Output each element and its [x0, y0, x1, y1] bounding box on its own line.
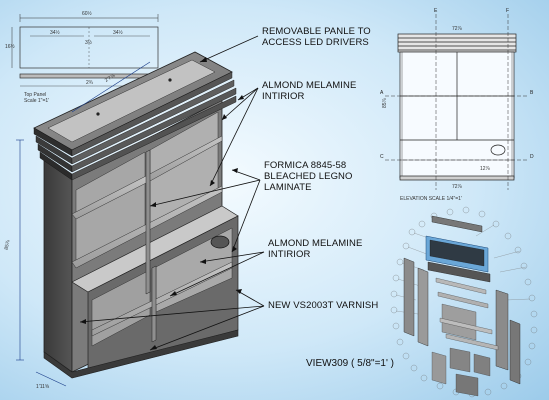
svg-text:12⅞: 12⅞	[480, 166, 491, 172]
exploded-view	[390, 206, 538, 398]
cabinet-cornice	[33, 51, 237, 181]
callout-almond-interior-top-line-2: INTIRIOR	[262, 91, 305, 102]
callout-formica-line-1: FORMICA 8845-58	[264, 160, 347, 171]
svg-text:2¾: 2¾	[86, 80, 94, 86]
section-marker-a: A	[380, 90, 384, 96]
callout-almond-interior-bottom-line-2: INTIRIOR	[268, 249, 311, 260]
callout-removable-panel: REMOVABLE PANLE TO ACCESS LED DRIVERS	[262, 26, 371, 48]
section-marker-d: D	[530, 154, 534, 160]
callout-formica-line-2: BLEACHED LEGNO	[264, 171, 353, 182]
section-marker-e: E	[434, 8, 438, 14]
svg-text:2'7⅞: 2'7⅞	[104, 73, 117, 84]
view-label: VIEW309 ( 5/8"=1' )	[306, 358, 394, 369]
svg-text:85⅞: 85⅞	[382, 97, 388, 108]
callout-removable-panel-line-1: REMOVABLE PANLE TO	[262, 26, 371, 37]
svg-text:16½: 16½	[5, 43, 16, 50]
callout-arrowheads	[80, 57, 244, 350]
callout-varnish: NEW VS2003T VARNISH	[268, 300, 378, 311]
elevation-section-lines	[385, 14, 528, 190]
cable-grommet	[210, 235, 230, 249]
cabinet-left-side	[43, 159, 73, 373]
svg-text:34½: 34½	[50, 29, 61, 36]
svg-text:1'11⅝: 1'11⅝	[36, 384, 50, 390]
callout-almond-interior-top: ALMOND MELAMINE INTIRIOR	[262, 80, 356, 102]
section-markers: A B C D E F	[380, 8, 534, 160]
top-panel-caption-line-1: Top Panel	[24, 92, 46, 98]
elevation-dimensions: 72⅞ 72⅞ 85⅞ 12⅞	[382, 26, 491, 190]
callout-almond-interior-bottom: ALMOND MELAMINE INTIRIOR	[268, 238, 362, 260]
svg-text:3½: 3½	[85, 39, 93, 46]
cabinet-isometric: 85⅞ 2'7⅞ 1'11⅝	[4, 51, 239, 390]
top-panel-dimensions: 60½ 34½ 34½ 3½ 16½ 2¾	[5, 10, 124, 86]
svg-text:60½: 60½	[82, 10, 93, 17]
section-marker-c: C	[380, 154, 384, 160]
section-marker-f: F	[506, 8, 509, 14]
top-panel-caption: Top Panel Scale 1"=1'	[24, 92, 49, 104]
svg-text:72⅞: 72⅞	[452, 26, 463, 32]
svg-text:85⅞: 85⅞	[4, 239, 12, 250]
callout-almond-interior-bottom-line-1: ALMOND MELAMINE	[268, 238, 363, 249]
elevation-caption: ELEVATION SCALE 1/4"=1'	[400, 196, 462, 202]
svg-text:34½: 34½	[113, 29, 124, 36]
callout-removable-panel-line-2: ACCESS LED DRIVERS	[262, 37, 369, 48]
callout-varnish-line-1: NEW VS2003T VARNISH	[268, 300, 379, 311]
section-marker-b: B	[530, 90, 534, 96]
callout-almond-interior-top-line-1: ALMOND MELAMINE	[262, 80, 357, 91]
svg-text:72⅞: 72⅞	[452, 184, 463, 190]
callout-formica: FORMICA 8845-58 BLEACHED LEGNO LAMINATE	[264, 160, 353, 193]
front-elevation	[397, 33, 517, 181]
callout-formica-line-3: LAMINATE	[264, 182, 312, 193]
cabinet-dimension-lines	[16, 61, 151, 387]
top-panel-plan	[11, 14, 159, 87]
callout-leaders	[79, 35, 265, 351]
top-panel-caption-line-2: Scale 1"=1'	[24, 98, 49, 104]
